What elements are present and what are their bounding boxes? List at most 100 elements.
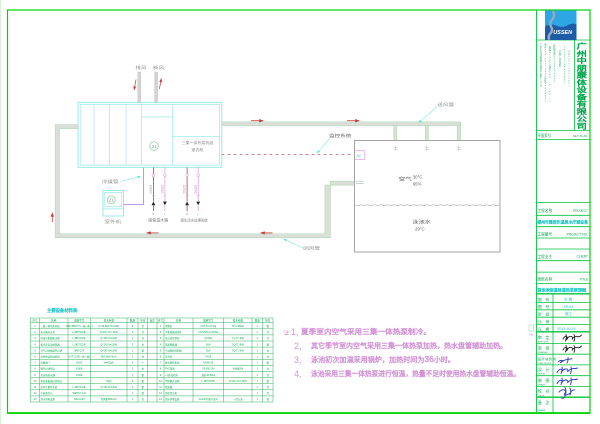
- svg-text:13: 13: [34, 398, 37, 401]
- svg-text:板式换热机组: 板式换热机组: [165, 361, 180, 365]
- svg-text:一次加·装: 一次加·装: [233, 397, 244, 401]
- svg-text:毛发聚集器: 毛发聚集器: [165, 342, 178, 346]
- svg-text:2: 2: [132, 356, 134, 359]
- svg-text:1: 1: [160, 325, 162, 328]
- svg-text:规格型号: 规格型号: [74, 318, 85, 322]
- svg-text:1: 1: [132, 331, 134, 334]
- svg-text:DESIGN: DESIGN: [538, 374, 546, 376]
- svg-text:12: 12: [159, 392, 162, 395]
- svg-text:30°C: 30°C: [413, 174, 423, 179]
- svg-text:池水消毒设备: 池水消毒设备: [165, 397, 180, 401]
- svg-text:1: 1: [257, 356, 259, 359]
- svg-text:CLIENT: CLIENT: [577, 255, 588, 259]
- svg-text:气动蝶阀控制阀: 气动蝶阀控制阀: [165, 348, 182, 352]
- svg-text:新风: 新风: [153, 65, 164, 71]
- svg-text:工程编号: 工程编号: [538, 231, 553, 238]
- svg-text:主要设备材料表: 主要设备材料表: [47, 307, 78, 314]
- svg-text:1: 1: [132, 349, 134, 352]
- svg-text:9: 9: [160, 374, 162, 377]
- svg-text:三集一体热泵机组: 三集一体热泵机组: [41, 324, 61, 328]
- svg-text:2: 2: [160, 331, 162, 334]
- svg-text:不锈钢304: 不锈钢304: [232, 367, 243, 371]
- svg-text:T-Q-TL 4kW: T-Q-TL 4kW: [232, 344, 245, 346]
- svg-text:注: 注: [546, 400, 550, 405]
- svg-text:10: 10: [34, 380, 37, 383]
- svg-text:套: 套: [266, 379, 269, 383]
- svg-text:压力表: 压力表: [165, 355, 173, 359]
- svg-text:冷媒管: 冷媒管: [102, 179, 119, 185]
- svg-text:DHL 8kW 9m/h: DHL 8kW 9m/h: [101, 357, 117, 359]
- svg-text:1: 1: [257, 398, 259, 401]
- svg-text:1: 1: [257, 374, 259, 377]
- svg-text:接保温水箱: 接保温水箱: [148, 218, 168, 223]
- svg-text:G: G: [152, 212, 154, 216]
- svg-text:4: 4: [160, 343, 162, 346]
- svg-text:台: 台: [141, 367, 144, 371]
- svg-text:21: 21: [109, 198, 114, 203]
- svg-text:13: 13: [159, 398, 162, 401]
- svg-text:图纸名称: 图纸名称: [538, 276, 553, 283]
- svg-text:2kW: 2kW: [206, 344, 211, 346]
- svg-text:12: 12: [34, 392, 37, 395]
- svg-text:图: 图: [538, 298, 542, 302]
- svg-text:校: 校: [538, 389, 542, 394]
- svg-text:审: 审: [538, 335, 542, 340]
- svg-text:7kg/h: 7kg/h: [106, 381, 112, 383]
- svg-text:平面索引: 平面索引: [538, 132, 552, 138]
- svg-text:8.5TCG3F(一拖一备): 8.5TCG3F(一拖一备): [69, 355, 91, 359]
- svg-text:1,: 1,: [291, 327, 299, 337]
- svg-text:8: 8: [160, 368, 162, 371]
- svg-text:11: 11: [34, 386, 37, 389]
- svg-text:4: 4: [132, 362, 134, 365]
- svg-text:单位: 单位: [140, 318, 146, 322]
- svg-text:设计总负责: 设计总负责: [538, 357, 557, 361]
- svg-text:水 施: 水 施: [564, 296, 573, 301]
- svg-text:J: J: [197, 212, 199, 216]
- svg-text:中: 中: [577, 56, 587, 65]
- svg-text:对: 对: [546, 389, 550, 394]
- svg-text:阶: 阶: [538, 312, 542, 317]
- svg-text:AC: AC: [357, 154, 362, 158]
- svg-text:回风管: 回风管: [303, 245, 320, 251]
- svg-text:比: 比: [538, 319, 542, 324]
- svg-text:380TCGF: 380TCGF: [74, 350, 85, 352]
- svg-text:台: 台: [141, 336, 144, 340]
- svg-text:1: 1: [257, 337, 259, 340]
- svg-text:PROJECT NO.: PROJECT NO.: [567, 232, 588, 236]
- svg-text:全自动控制柜: 全自动控制柜: [165, 336, 180, 340]
- svg-text:体: 体: [577, 78, 587, 87]
- svg-text:公: 公: [577, 115, 587, 123]
- svg-text:J: J: [164, 212, 166, 216]
- svg-text:室外机: 室外机: [105, 219, 122, 225]
- svg-text:套: 套: [266, 324, 269, 328]
- svg-text:台: 台: [141, 342, 144, 346]
- svg-text:L-380TCG3F: L-380TCG3F: [202, 381, 216, 383]
- svg-text:工程业主: 工程业主: [538, 253, 553, 260]
- svg-text:65%: 65%: [413, 182, 422, 187]
- svg-text:中国广州天河区: 中国广州天河区: [559, 49, 562, 68]
- svg-text:恒温平衡膨胀水箱: 恒温平衡膨胀水箱: [41, 336, 61, 340]
- svg-text:1: 1: [132, 398, 134, 401]
- svg-text:1: 1: [132, 392, 134, 395]
- svg-text:套: 套: [141, 348, 144, 352]
- svg-text:备: 备: [577, 92, 587, 101]
- svg-text:0.07/250mm×500kg: 0.07/250mm×500kg: [198, 331, 219, 334]
- svg-text:8: 8: [34, 368, 36, 371]
- svg-text:11: 11: [159, 386, 162, 389]
- svg-text:PVC管路: PVC管路: [165, 367, 175, 371]
- svg-text:0.5/7.5m×0.5kg: 0.5/7.5m×0.5kg: [200, 325, 217, 328]
- svg-text:DRAWN: DRAWN: [538, 384, 546, 387]
- svg-text:康: 康: [577, 70, 587, 79]
- svg-text:3: 3: [34, 337, 36, 340]
- svg-text:送风管: 送风管: [437, 102, 454, 108]
- svg-text:YE-600-160: YE-600-160: [202, 369, 215, 371]
- svg-text:朋: 朋: [577, 64, 587, 72]
- svg-text:G: G: [186, 212, 188, 216]
- svg-text:1: 1: [34, 325, 36, 328]
- svg-text:5: 5: [160, 349, 162, 352]
- svg-text:图: 图: [546, 379, 550, 383]
- svg-text:游泳池恒温除湿热泵原理图: 游泳池恒温除湿热泵原理图: [537, 287, 586, 294]
- svg-text:郴州市雅居乐温泉水疗城设备: 郴州市雅居乐温泉水疗城设备: [537, 218, 589, 225]
- svg-text:其它季节室内空气采用三集一体热泵加热，热水盘管辅助加热。: 其它季节室内空气采用三集一体热泵加热，热水盘管辅助加热。: [311, 341, 507, 350]
